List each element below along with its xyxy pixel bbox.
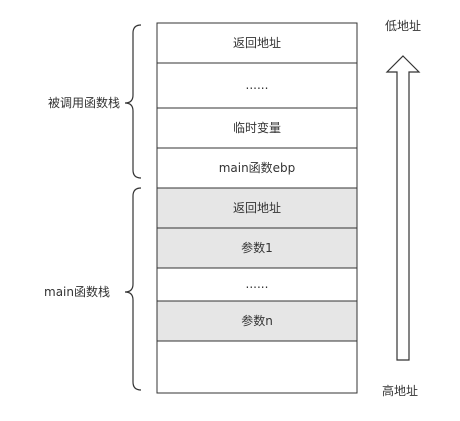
- stack-column: 返回地址 ...... 临时变量 main函数ebp 返回地址 参数1 ....…: [156, 22, 358, 394]
- stack-cell-label: ......: [246, 277, 269, 291]
- callee-stack-label: 被调用函数栈: [48, 95, 120, 110]
- stack-cell-7: [156, 300, 358, 342]
- high-address-label: 高地址: [382, 383, 418, 398]
- main-stack-label: main函数栈: [44, 284, 110, 299]
- stack-cell-3: [156, 147, 358, 189]
- stack-cell-label: 参数n: [241, 313, 273, 328]
- low-address-label: 低地址: [385, 19, 421, 33]
- brace-icon: [124, 24, 142, 179]
- stack-cell-label: main函数ebp: [219, 160, 296, 175]
- stack-cell-0: [156, 22, 358, 64]
- brace-icon: [124, 187, 142, 391]
- address-direction: 低地址 高地址: [382, 19, 421, 398]
- up-arrow-icon: [385, 55, 421, 361]
- stack-cell-8: [156, 340, 358, 394]
- stack-cell-label: 参数1: [241, 240, 273, 255]
- stack-cell-label: 返回地址: [233, 36, 281, 50]
- stack-cell-5: [156, 227, 358, 269]
- stack-cell-label: 临时变量: [233, 120, 281, 135]
- stack-cell-2: [156, 107, 358, 149]
- stack-cell-1: [156, 62, 358, 109]
- callee-stack-brace: 被调用函数栈: [48, 24, 142, 179]
- main-stack-brace: main函数栈: [44, 187, 142, 391]
- stack-cell-label: ......: [246, 78, 269, 92]
- stack-cell-label: 返回地址: [233, 201, 281, 215]
